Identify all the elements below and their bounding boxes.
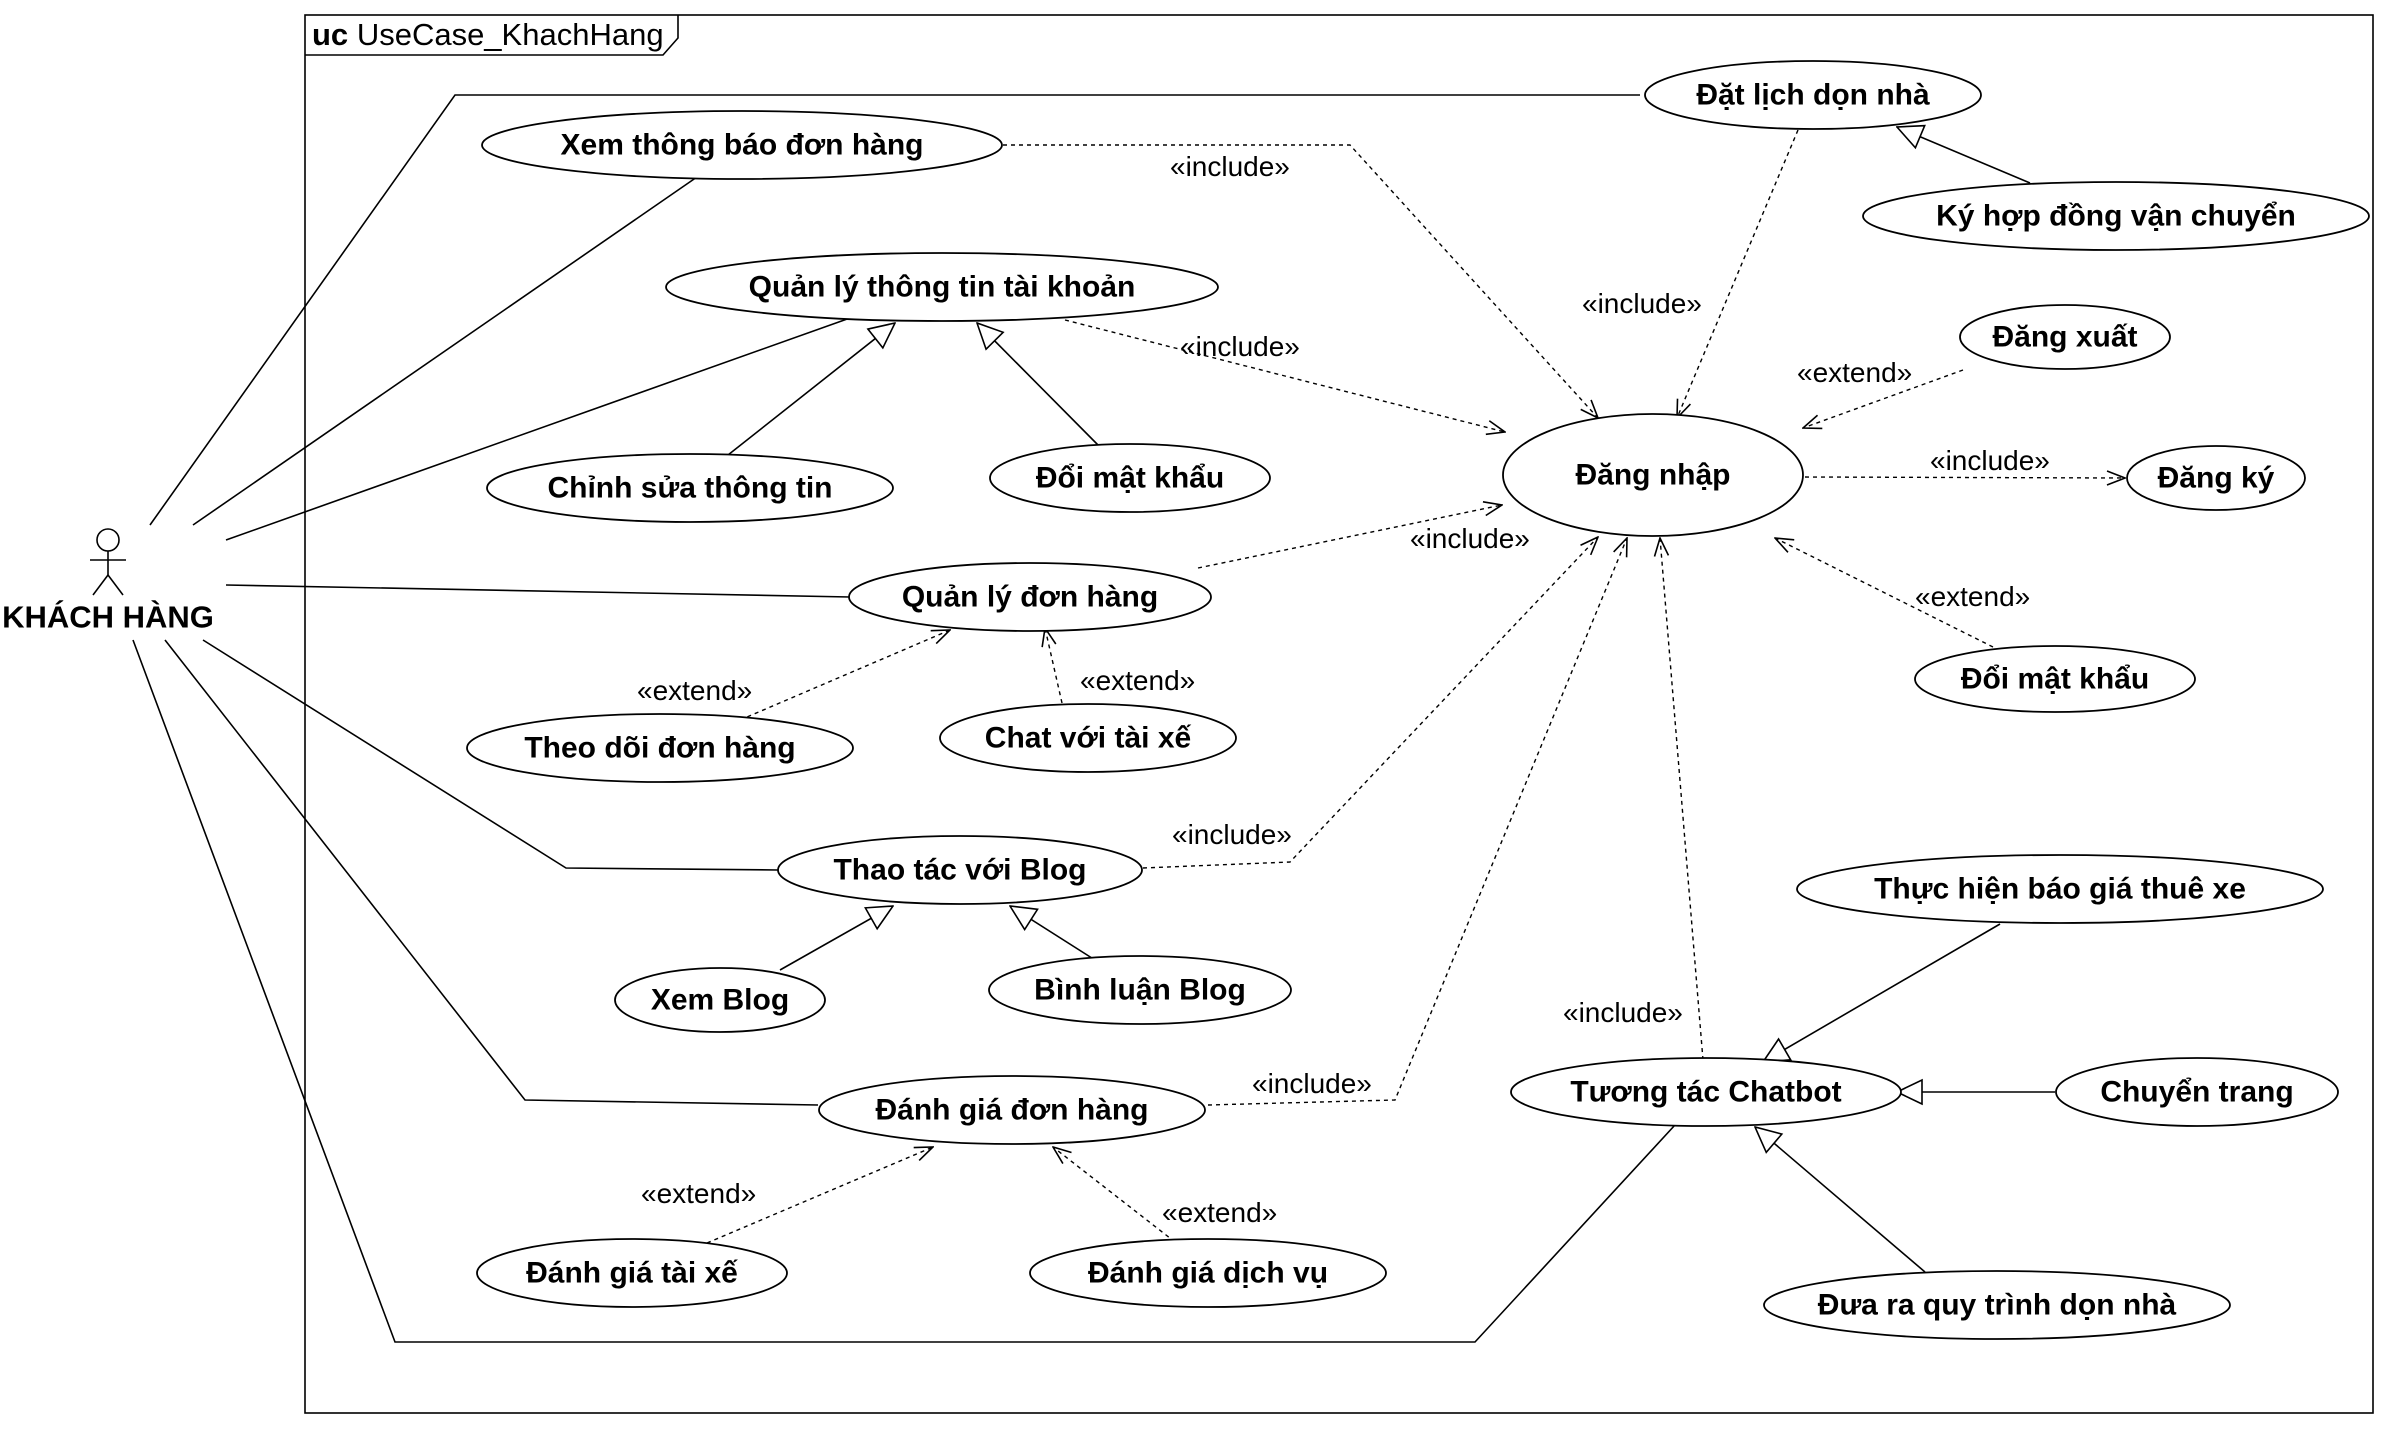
use-case-ky-hop-dong[interactable]: Ký hợp đồng vận chuyển [1862,181,2370,251]
assoc-quan-ly-tai-khoan [225,317,851,541]
actor-label: KHÁCH HÀNG [2,600,214,635]
dep-dich-vu [1053,1147,1176,1243]
associations [132,94,1676,1343]
system-frame: uc UseCase_KhachHang [304,14,2374,1414]
svg-text:Đặt lịch dọn nhà: Đặt lịch dọn nhà [1696,79,1930,112]
dep-don-hang [1197,505,1502,569]
label-extend: «extend» [1080,665,1195,696]
dep-tai-xe [706,1147,933,1244]
use-case-quan-ly-tai-khoan[interactable]: Quản lý thông tin tài khoản [665,252,1219,322]
svg-text:Quản lý thông tin tài khoản: Quản lý thông tin tài khoản [749,271,1136,304]
use-cases: Đặt lịch dọn nhà Xem thông báo đơn hàng … [466,60,2370,1340]
use-case-danh-gia-tai-xe[interactable]: Đánh giá tài xế [476,1238,788,1308]
stereotype-labels: «include» «include» «include» «extend» «… [637,151,2050,1228]
assoc-dat-lich [149,94,1640,526]
label-include: «include» [1180,331,1300,362]
dep-dat-lich [1677,129,1799,418]
frame-title: uc UseCase_KhachHang [312,17,664,52]
assoc-danh-gia-don-hang [164,639,819,1106]
use-case-theo-doi[interactable]: Theo dõi đơn hàng [466,713,854,783]
use-case-binh-luan-blog[interactable]: Bình luận Blog [988,955,1292,1025]
actor-khach-hang[interactable]: KHÁCH HÀNG [2,528,214,635]
svg-text:Theo dõi đơn hàng: Theo dõi đơn hàng [524,732,795,765]
use-case-dat-lich[interactable]: Đặt lịch dọn nhà [1644,60,1982,130]
label-extend: «extend» [641,1178,756,1209]
actor-figure-icon [90,528,126,596]
dep-chat [1045,628,1063,704]
use-case-quy-trinh[interactable]: Đưa ra quy trình dọn nhà [1763,1270,2231,1340]
label-include: «include» [1582,288,1702,319]
label-extend: «extend» [1162,1197,1277,1228]
svg-text:Bình luận Blog: Bình luận Blog [1034,974,1246,1007]
use-case-xem-thong-bao[interactable]: Xem thông báo đơn hàng [481,110,1003,180]
gen-bao-gia [1763,923,2001,1062]
label-include: «include» [1410,523,1530,554]
svg-text:Chỉnh sửa thông tin: Chỉnh sửa thông tin [547,472,832,505]
use-case-dang-nhap[interactable]: Đăng nhập [1502,413,1804,537]
svg-text:Đổi mật khẩu: Đổi mật khẩu [1036,462,1224,495]
dep-theo-doi [739,630,950,721]
use-case-bao-gia[interactable]: Thực hiện báo giá thuê xe [1796,854,2324,924]
label-include: «include» [1563,997,1683,1028]
use-case-doi-mat-khau[interactable]: Đổi mật khẩu [989,443,1271,513]
svg-text:Đánh giá tài xế: Đánh giá tài xế [526,1257,738,1290]
use-case-chat-tai-xe[interactable]: Chat với tài xế [939,703,1237,773]
label-include: «include» [1252,1068,1372,1099]
use-case-quan-ly-don-hang[interactable]: Quản lý đơn hàng [848,562,1212,632]
use-case-chuyen-trang[interactable]: Chuyển trang [2055,1057,2339,1127]
dep-chatbot [1660,538,1704,1061]
gen-binh-luan-blog [1010,906,1096,961]
svg-text:Xem thông báo đơn hàng: Xem thông báo đơn hàng [561,129,924,162]
label-extend: «extend» [1797,357,1912,388]
assoc-xem-thong-bao [192,176,698,526]
use-case-thao-tac-blog[interactable]: Thao tác với Blog [777,835,1143,905]
gen-quy-trinh [1755,1127,1926,1273]
dep-dang-ky [1804,477,2125,478]
svg-text:Đổi mật khẩu: Đổi mật khẩu [1961,663,2149,696]
label-extend: «extend» [637,675,752,706]
label-extend: «extend» [1915,581,2030,612]
dep-blog [1142,537,1598,869]
svg-text:Đánh giá dịch vụ: Đánh giá dịch vụ [1088,1257,1328,1290]
use-case-tuong-tac-chatbot[interactable]: Tương tác Chatbot [1510,1057,1902,1127]
label-include: «include» [1172,819,1292,850]
svg-text:Thực hiện báo giá thuê xe: Thực hiện báo giá thuê xe [1874,873,2246,906]
dep-doi-mk [1775,538,1994,648]
use-case-danh-gia-don-hang[interactable]: Đánh giá đơn hàng [818,1075,1206,1145]
use-case-danh-gia-dich-vu[interactable]: Đánh giá dịch vụ [1029,1238,1387,1308]
dependencies [706,129,2125,1244]
svg-text:Đăng xuất: Đăng xuất [1992,321,2137,354]
dep-danh-gia [1207,538,1627,1106]
svg-text:Chat với tài xế: Chat với tài xế [985,722,1192,755]
use-case-doi-mat-khau-2[interactable]: Đổi mật khẩu [1914,645,2196,713]
dep-xem-thong-bao [1003,144,1598,418]
gen-xem-blog [779,906,893,971]
assoc-tuong-tac-chatbot [132,639,1676,1343]
svg-text:Thao tác với Blog: Thao tác với Blog [833,854,1086,887]
generalizations [727,127,2055,1273]
use-case-dang-xuat[interactable]: Đăng xuất [1959,304,2171,370]
svg-text:Xem Blog: Xem Blog [651,984,789,1017]
use-case-xem-blog[interactable]: Xem Blog [614,967,826,1033]
dep-tai-khoan [1064,319,1505,432]
assoc-quan-ly-don-hang [225,584,851,598]
gen-doi-mat-khau [977,323,1099,446]
svg-text:Đánh giá đơn hàng: Đánh giá đơn hàng [876,1094,1149,1127]
svg-text:Ký hợp đồng vận chuyển: Ký hợp đồng vận chuyển [1936,200,2296,233]
svg-text:Đưa ra quy trình dọn nhà: Đưa ra quy trình dọn nhà [1818,1289,2177,1322]
use-case-dang-ky[interactable]: Đăng ký [2126,445,2306,511]
label-include: «include» [1170,151,1290,182]
label-include: «include» [1930,445,2050,476]
svg-text:Tương tác Chatbot: Tương tác Chatbot [1570,1076,1841,1109]
gen-chinh-sua [727,323,895,456]
svg-text:Đăng ký: Đăng ký [2158,462,2275,495]
assoc-thao-tac-blog [202,639,779,871]
svg-text:Đăng nhập: Đăng nhập [1576,459,1731,492]
use-case-chinh-sua[interactable]: Chỉnh sửa thông tin [486,453,894,523]
svg-text:Chuyển trang: Chuyển trang [2100,1076,2293,1109]
gen-ky-hop-dong [1897,127,2031,184]
svg-text:Quản lý đơn hàng: Quản lý đơn hàng [902,581,1158,614]
